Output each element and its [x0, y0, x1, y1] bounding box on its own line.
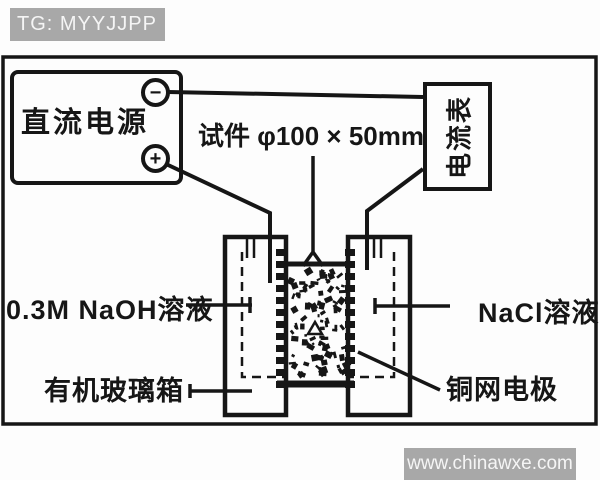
- copper-electrode-leader-line: [357, 350, 441, 392]
- dc-power-supply-label: 直流电源: [21, 107, 150, 139]
- ammeter-label: 电流表: [444, 94, 474, 179]
- right-tank-solution-dashes: [350, 252, 396, 379]
- wire-positive-to-left-tank: [165, 162, 272, 283]
- right-tank-outline: [345, 234, 413, 418]
- naoh-leader-line: [186, 297, 252, 313]
- specimen-label: 试件 φ100 × 50mm: [198, 121, 424, 151]
- left-tank-solution-dashes: [240, 252, 286, 379]
- copper-mesh-electrode-label: 铜网电极: [446, 375, 558, 405]
- positive-terminal-icon: +: [141, 144, 170, 173]
- nacl-leader-line: [373, 298, 450, 314]
- specimen-leader-line: [301, 156, 325, 268]
- plexiglass-box-leader-line: [188, 384, 252, 398]
- watermark-top: TG: MYYJJPP: [10, 8, 165, 41]
- plexiglass-box-label: 有机玻璃箱: [44, 376, 184, 406]
- naoh-solution-label: 0.3M NaOH溶液: [6, 295, 214, 325]
- left-tank-lip: [245, 239, 256, 258]
- ammeter-box: 电流表: [423, 82, 492, 191]
- figure-frame: [1, 55, 598, 426]
- nacl-solution-label: NaCl溶液: [478, 298, 600, 328]
- wire-ammeter-to-right-tank: [365, 167, 425, 270]
- negative-terminal-icon: −: [141, 78, 170, 107]
- wire-negative-to-ammeter: [167, 90, 424, 99]
- specimen-speckle-texture: [286, 266, 352, 379]
- watermark-bottom: www.chinawxe.com: [404, 448, 576, 480]
- dc-power-supply-box: [10, 70, 183, 185]
- right-tank-lip: [372, 239, 383, 258]
